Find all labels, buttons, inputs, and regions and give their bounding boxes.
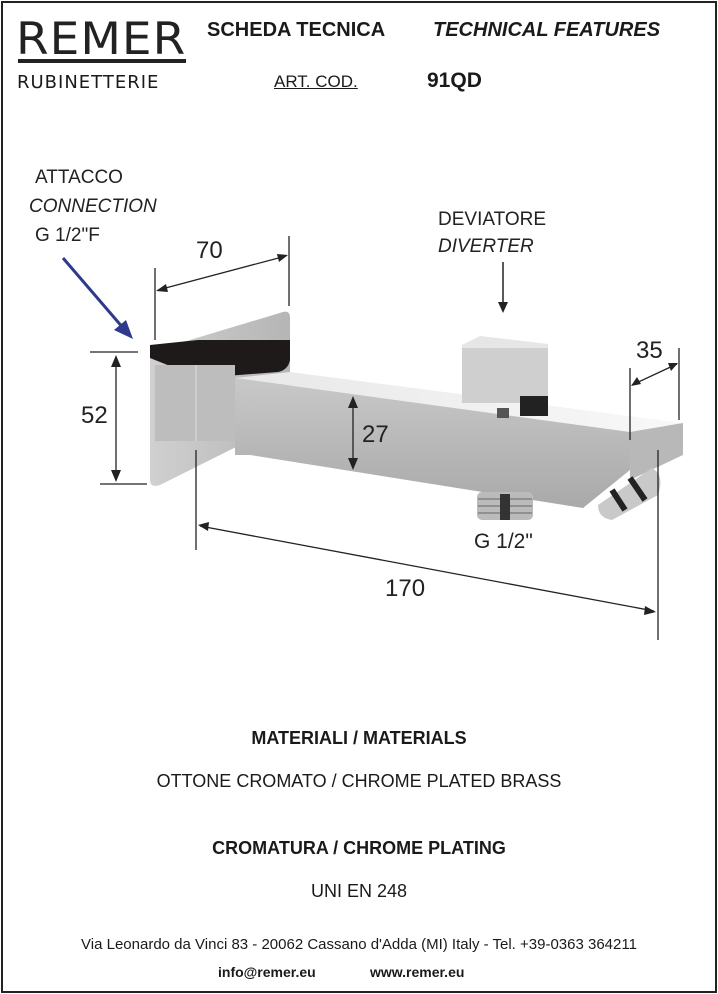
dimension-27: 27 [362,421,389,448]
brand-subtitle: RUBINETTERIE [17,72,160,93]
dimension-lines [90,236,680,640]
wall-plate [150,311,290,486]
aerator [598,468,661,520]
dimension-170: 170 [385,575,426,602]
footer-email[interactable]: info@remer.eu [218,964,316,980]
plating-value: UNI EN 248 [310,881,408,901]
brand-logo: REMER [16,13,187,66]
dimension-52: 52 [81,402,108,429]
outlet-thread [477,492,533,520]
article-code-label: ART. COD. [274,72,358,91]
footer-website[interactable]: www.remer.eu [370,964,465,980]
logo-divider [18,59,186,63]
title-english: TECHNICAL FEATURES [433,19,661,41]
diverter-label-en: DIVERTER [438,236,534,257]
title-italian: SCHEDA TECNICA [207,19,386,41]
connection-label-en: CONNECTION [29,196,157,217]
diverter-label-it: DEVIATORE [438,209,547,230]
materials-heading: MATERIALI / MATERIALS [251,728,467,748]
dimension-35: 35 [636,337,663,364]
connection-label-it: ATTACCO [35,167,123,188]
diverter-arrow [498,262,508,313]
dimension-70: 70 [196,237,223,264]
materials-value: OTTONE CROMATO / CHROME PLATED BRASS [156,771,562,791]
outlet-size: G 1/2" [474,530,533,553]
footer-address: Via Leonardo da Vinci 83 - 20062 Cassano… [81,936,637,953]
connection-arrow [61,257,133,339]
plating-heading: CROMATURA / CHROME PLATING [212,838,506,858]
diverter-knob [462,336,548,418]
spout-body [235,372,683,508]
article-code: 91QD [427,69,482,92]
connection-size: G 1/2"F [35,225,100,246]
